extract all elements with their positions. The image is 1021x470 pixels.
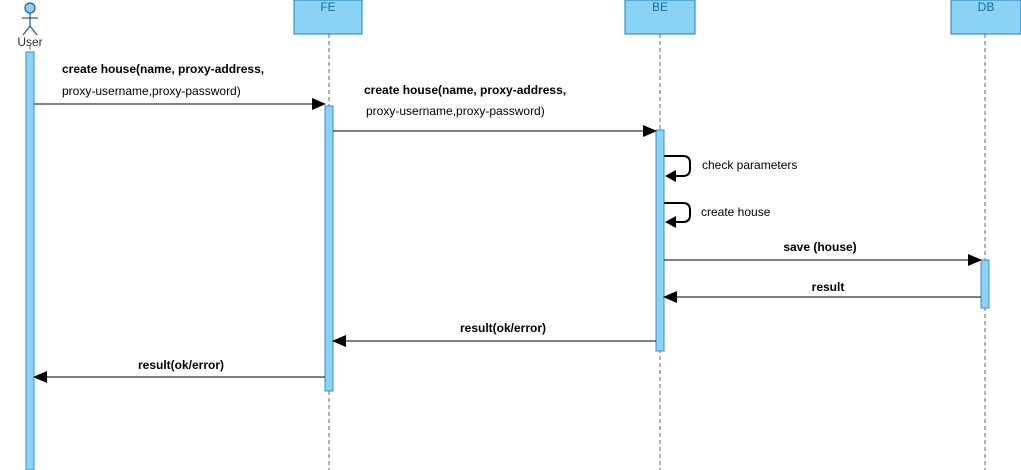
message-3-self-arrow (664, 155, 691, 177)
message-1-label-line2: proxy-username,proxy-password) (62, 84, 241, 98)
participant-db: DB (978, 0, 995, 14)
message-1-label-line1: create house(name, proxy-address, (62, 62, 264, 76)
participant-fe: FE (320, 0, 335, 14)
message-8-label: result(ok/error) (138, 358, 224, 372)
message-2-label-line2: proxy-username,proxy-password) (366, 104, 545, 118)
participant-fe-box: FE (293, 0, 363, 35)
message-4-arrowhead (665, 216, 676, 228)
actor-user-icon (22, 2, 38, 36)
participant-db-box: DB (950, 0, 1021, 35)
participant-be: BE (652, 0, 668, 14)
message-3-arrowhead (665, 170, 676, 182)
message-5-label: save (house) (783, 240, 856, 254)
message-6-label: result (812, 280, 845, 294)
message-3-label: check parameters (702, 158, 797, 172)
activation-db (980, 259, 990, 309)
message-4-label: create house (701, 205, 771, 219)
participant-be-box: BE (624, 0, 696, 35)
message-7-label: result(ok/error) (460, 321, 546, 335)
activation-user (25, 51, 35, 470)
participant-user: User (17, 35, 42, 49)
message-2-label-line1: create house(name, proxy-address, (364, 83, 566, 97)
message-4-self-arrow (664, 202, 691, 223)
activation-be (655, 129, 665, 352)
activation-fe (324, 105, 334, 392)
